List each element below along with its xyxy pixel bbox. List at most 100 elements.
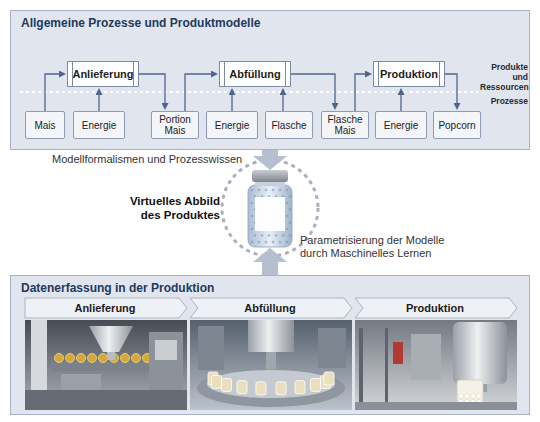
node-label: Abfüllung	[229, 68, 280, 80]
jar-speck	[279, 241, 282, 244]
illustration-part	[155, 340, 177, 360]
illustration-part	[385, 328, 388, 404]
node-label: Produktion	[380, 68, 438, 80]
bottle	[324, 372, 334, 385]
resource-box: Energie	[375, 111, 427, 139]
corn-portion	[132, 354, 141, 363]
jar-speck	[289, 234, 292, 237]
jar-body	[248, 185, 292, 247]
bottle	[295, 381, 305, 394]
process-box: Anlieferung	[67, 61, 139, 87]
jar-speck	[279, 189, 282, 192]
illustration-part	[393, 342, 403, 364]
chevron-header	[25, 298, 187, 318]
corn-portion	[88, 354, 97, 363]
chevron-header	[190, 298, 352, 318]
node-label: Anlieferung	[72, 68, 133, 80]
block-arrow	[262, 262, 278, 275]
resource-box: Portion Mais	[151, 111, 199, 139]
popcorn	[470, 393, 475, 398]
illustration-part	[197, 369, 345, 407]
illustration-part	[248, 320, 294, 352]
illustration-part	[453, 322, 507, 384]
node-label: Produktion	[361, 298, 509, 318]
jar-speck	[254, 234, 257, 237]
node-label: Abfüllung	[196, 298, 344, 318]
chevron-header	[355, 298, 517, 318]
corn-portion	[55, 354, 64, 363]
node-label: Energie	[384, 120, 418, 131]
jar-speck	[286, 202, 289, 205]
jar-speck	[258, 189, 261, 192]
bottle	[211, 375, 221, 388]
jar-speck	[272, 189, 275, 192]
connector-label: Modellformalismen und Prozesswissen	[52, 153, 252, 166]
node-label: Virtuelles Abbild des Produktes	[108, 194, 220, 222]
photo-background	[355, 320, 517, 410]
node-label: Flasche Mais	[322, 114, 368, 136]
dashed-circle	[222, 160, 318, 256]
node-label: Energie	[215, 120, 249, 131]
resource-box: Flasche	[265, 111, 313, 139]
corn-portion	[99, 354, 108, 363]
jar-speck	[251, 189, 254, 192]
jar-speck	[251, 228, 254, 231]
node-label: Flasche	[271, 120, 306, 131]
bottle	[222, 378, 232, 391]
photo-outline	[190, 298, 352, 410]
panel-heading: Datenerfassung in der Produktion	[21, 281, 214, 295]
jar-speck	[265, 241, 268, 244]
jar-speck	[289, 221, 292, 224]
product-jar: Virtuelles Abbild des Produktes	[246, 170, 294, 248]
production-photo: Abfüllung	[190, 298, 352, 410]
jar-speck	[251, 215, 254, 218]
process-box: Produktion	[373, 61, 445, 87]
model-panel: AnlieferungAbfüllungProduktionMaisEnergi…	[10, 10, 530, 150]
illustration-part	[207, 370, 335, 398]
popcorn	[476, 393, 481, 398]
jar-speck	[289, 195, 292, 198]
illustration-part	[198, 326, 224, 370]
node-label: Popcorn	[438, 120, 475, 131]
process-box: Abfüllung	[219, 61, 291, 87]
resource-box: Popcorn	[433, 111, 481, 139]
illustration-part	[25, 390, 187, 410]
bottle	[256, 382, 266, 395]
connector-label: Parametrisierung der Modelle durch Masch…	[300, 234, 470, 260]
corn-portion	[66, 354, 75, 363]
jar-lid	[252, 170, 288, 182]
resource-box: Flasche Mais	[321, 111, 369, 139]
jar-speck	[251, 241, 254, 244]
illustration-part	[359, 328, 363, 404]
node-label: Portion Mais	[152, 114, 198, 136]
illustration-part	[89, 326, 133, 352]
bottle	[310, 378, 320, 391]
resource-box: Energie	[206, 111, 258, 139]
photo-outline	[355, 298, 517, 410]
jar-speck	[251, 202, 254, 205]
production-photo: Produktion	[355, 298, 517, 410]
photo-background	[25, 320, 187, 410]
bottle	[237, 381, 247, 394]
jar-speck	[282, 234, 285, 237]
jar-speck	[268, 234, 271, 237]
resource-box: Energie	[73, 111, 125, 139]
data-panel: AnlieferungAbfüllungProduktionDatenerfas…	[10, 275, 530, 415]
panel-heading: Allgemeine Prozesse und Produktmodelle	[21, 16, 260, 30]
block-arrow	[262, 150, 278, 156]
illustration-part	[411, 334, 441, 380]
popcorn	[464, 393, 469, 398]
photo-outline	[25, 298, 187, 410]
jar-speck	[261, 234, 264, 237]
corn-portion	[121, 354, 130, 363]
corn-portion	[77, 354, 86, 363]
jar-speck	[286, 228, 289, 231]
jar-outline	[246, 170, 294, 248]
popcorn	[458, 393, 463, 398]
jar-speck	[289, 208, 292, 211]
illustration-part	[266, 352, 276, 370]
jar-speck	[275, 234, 278, 237]
jar-speck	[286, 189, 289, 192]
jar-speck	[265, 189, 268, 192]
